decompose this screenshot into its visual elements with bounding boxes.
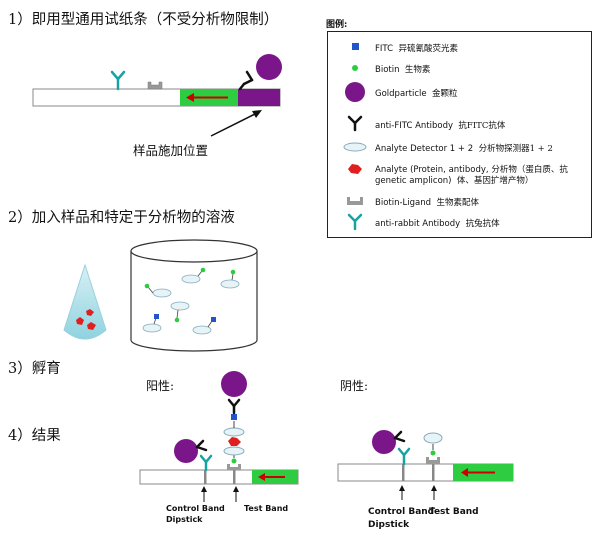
- sample-site-pointer: [210, 112, 258, 137]
- control-band-label-neg: Control Band: [368, 507, 435, 517]
- biotin-ligand-icon: [347, 197, 363, 205]
- step-4-title: 4）结果: [8, 428, 61, 444]
- biotin-ligand-icon: [147, 81, 163, 90]
- test-band: [233, 470, 236, 484]
- control-band: [204, 470, 207, 484]
- negative-result-strip: [337, 430, 514, 500]
- analyte-icon: [348, 164, 362, 174]
- positive-result-strip: [139, 371, 299, 502]
- fitc-square-icon: [352, 43, 359, 50]
- gold-conjugate-icon: [238, 54, 282, 91]
- legend-item-biotin-ligand: Biotin-Ligand 生物素配体: [375, 198, 479, 208]
- sample-pad: [238, 89, 280, 106]
- sample-site-label: 样品施加位置: [133, 143, 209, 158]
- dipstick-label-neg: Dipstick: [368, 520, 410, 530]
- legend-item-fitc: FITC 异硫氰酸荧光素: [375, 44, 458, 54]
- legend-item-biotin: Biotin 生物素: [375, 65, 431, 75]
- negative-label: 阴性:: [340, 379, 369, 393]
- legend-item-analyte-detector: Analyte Detector 1 + 2 分析物探测器1 + 2: [375, 144, 553, 154]
- sample-droplet: [63, 263, 107, 340]
- dipstick-strip: [32, 54, 282, 137]
- step-2-title: 2）加入样品和特定于分析物的溶液: [8, 210, 235, 226]
- test-band-label-neg: Test Band: [429, 507, 479, 517]
- step-3-title: 3）孵育: [8, 361, 61, 377]
- anti-rabbit-antibody-icon: [347, 213, 363, 231]
- legend: FITC 异硫氰酸荧光素 Biotin 生物素 Goldparticle 金颗粒…: [327, 31, 592, 238]
- test-band-neg: [432, 464, 435, 481]
- legend-item-anti-fitc: anti-FITC Antibody 抗FITC抗体: [375, 121, 506, 131]
- positive-label: 阳性:: [146, 379, 175, 393]
- legend-item-goldparticle: Goldparticle 金颗粒: [375, 89, 458, 99]
- test-band-label: Test Band: [244, 504, 289, 513]
- step-1-title: 1）即用型通用试纸条（不受分析物限制）: [8, 12, 279, 28]
- legend-item-analyte: Analyte (Protein, antibody, 分析物（蛋白质、抗: [375, 165, 568, 175]
- legend-item-anti-rabbit: anti-rabbit Antibody 抗兔抗体: [375, 219, 500, 229]
- legend-title: 图例:: [326, 20, 348, 30]
- biotin-dot-icon: [352, 65, 358, 71]
- legend-item-analyte-line2: genetic amplicon) 体、基因扩增产物）: [375, 176, 534, 186]
- dipstick-label: Dipstick: [166, 515, 203, 524]
- goldparticle-icon: [345, 82, 365, 102]
- control-band-label: Control Band: [166, 504, 225, 513]
- flow-arrow-head: [186, 93, 194, 102]
- anti-fitc-antibody-icon: [347, 115, 363, 132]
- solution-beaker: [130, 239, 258, 352]
- anti-rabbit-antibody-icon: [110, 70, 126, 91]
- analyte-detector-icon: [343, 142, 367, 152]
- control-band-neg: [402, 464, 405, 481]
